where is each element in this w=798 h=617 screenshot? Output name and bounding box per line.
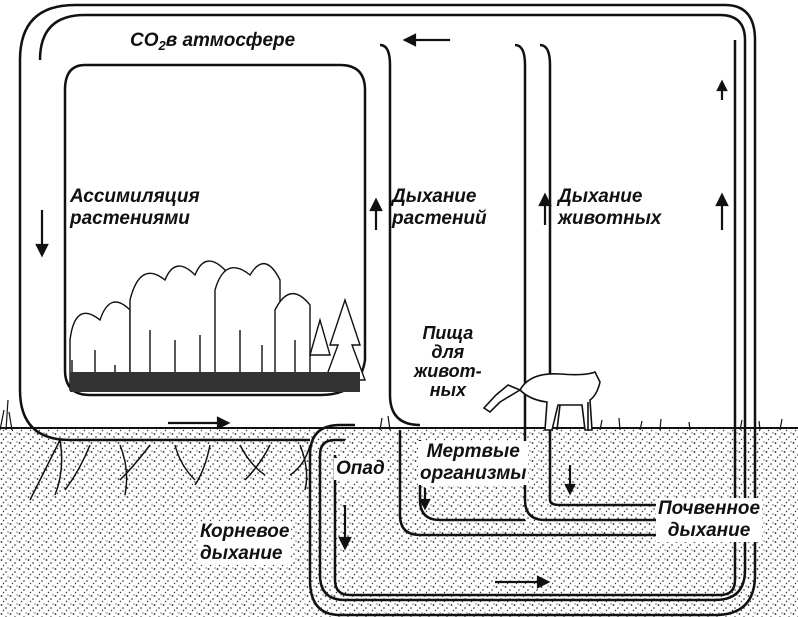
food-line4: ных [429,380,466,400]
forest-illustration [69,260,367,392]
food-line3: живот- [414,361,482,381]
dead-organisms-label: Мертвые организмы [418,441,529,485]
assimilation-label: Ассимиляция растениями [68,186,202,230]
plant-respiration-line2: растений [392,208,487,229]
root-respiration-label: Корневое дыхание [198,521,292,565]
litter-label: Опад [334,458,387,480]
dead-organisms-line1: Мертвые [426,441,520,462]
food-line2: для [431,342,465,362]
animal-respiration-label: Дыхание животных [556,186,663,230]
assimilation-line2: растениями [70,208,190,229]
food-for-animals-label: Пища для живот- ных [412,324,484,400]
root-respiration-line2: дыхание [200,543,283,564]
soil-respiration-label: Почвенное дыхание [656,498,763,542]
root-respiration-line1: Корневое [200,521,290,542]
dead-organisms-line2: организмы [420,463,527,484]
plant-respiration-label: Дыхание растений [390,186,489,230]
soil-respiration-line1: Почвенное [658,498,761,519]
litter-text: Опад [336,458,385,479]
root-system [29,439,311,501]
plant-respiration-line1: Дыхание [392,186,477,207]
co2-atmosphere-label: CO2в атмосфере [128,30,298,57]
animal-respiration-line1: Дыхание [558,186,643,207]
forest-floor [70,372,360,392]
co2-subscript: 2 [158,38,166,53]
soil-respiration-line2: дыхание [667,520,751,541]
animal-respiration-line2: животных [558,208,662,229]
assimilation-line1: Ассимиляция [70,186,200,207]
deer-illustration [482,370,601,431]
cycle-pipes [18,3,757,617]
grass [0,399,783,431]
flow-arrows [35,33,729,589]
food-line1: Пища [422,323,474,343]
co2-prefix: CO [130,30,159,51]
co2-suffix: в атмосфере [165,30,296,51]
